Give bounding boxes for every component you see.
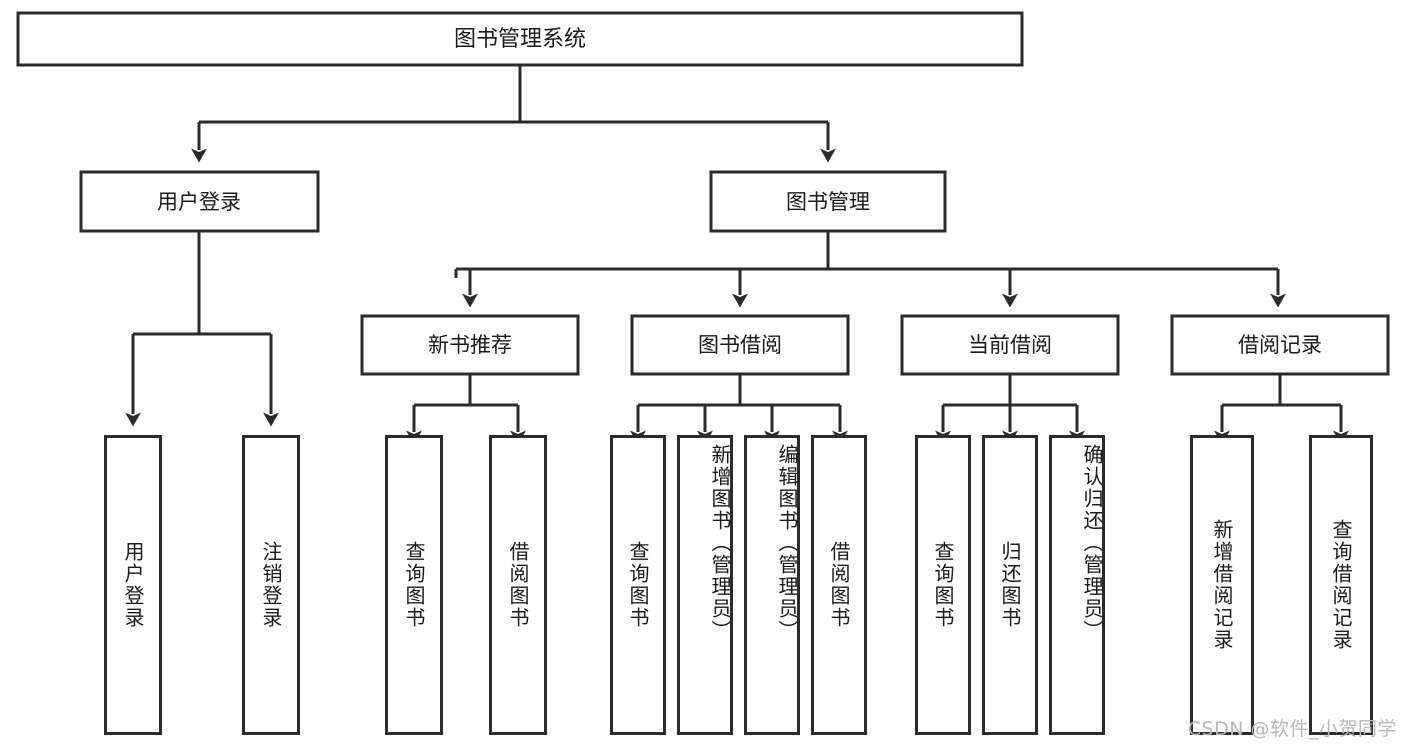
leaf-current-borrow-query-label: 查询图书 [931,541,955,629]
node-current-borrow[interactable]: 当前借阅 [900,314,1120,376]
leaf-borrow-record-query-label: 查询借阅记录 [1329,519,1353,651]
leaf-book-borrow-query[interactable]: 查询图书 [610,435,666,735]
leaf-current-borrow-return-label: 归还图书 [998,541,1022,629]
leaf-new-book-borrow-label: 借阅图书 [506,541,530,629]
leaf-borrow-record-add[interactable]: 新增借阅记录 [1190,435,1254,735]
leaf-book-borrow-add-label: 新增图书（管理员） [708,444,732,642]
leaf-borrow-record-add-label: 新增借阅记录 [1210,519,1234,651]
node-book-borrow-label: 图书借阅 [698,333,782,357]
connector-root-bus [191,65,836,163]
leaf-new-book-borrow[interactable]: 借阅图书 [489,435,547,735]
leaf-user-login-logout[interactable]: 注销登录 [242,435,300,735]
leaf-book-borrow-query-label: 查询图书 [626,541,650,629]
connector-bookborrow-leaves [630,374,848,445]
leaf-book-borrow-edit[interactable]: 编辑图书（管理员） [744,435,800,735]
leaf-current-borrow-return[interactable]: 归还图书 [982,435,1038,735]
leaf-borrow-record-query[interactable]: 查询借阅记录 [1309,435,1373,735]
connector-borrowrecord-leaves [1214,374,1349,445]
leaf-new-book-query-label: 查询图书 [402,541,426,629]
node-new-book-recommend[interactable]: 新书推荐 [360,314,580,376]
connector-bookmgmt-bus [454,231,1286,308]
node-new-book-recommend-rect [360,314,580,376]
connector-newbook-leaves [406,374,526,445]
node-book-management[interactable]: 图书管理 [709,170,947,233]
leaf-current-borrow-confirm[interactable]: 确认归还（管理员） [1049,435,1105,735]
leaf-book-borrow-edit-label: 编辑图书（管理员） [775,444,799,642]
watermark-text: CSDN @软件_小贺同学 [1187,718,1397,740]
node-root-system[interactable]: 图书管理系统 [16,11,1024,67]
node-borrow-record-label: 借阅记录 [1238,333,1322,357]
leaf-user-login-login[interactable]: 用户登录 [104,435,162,735]
leaf-user-login-logout-label: 注销登录 [259,541,283,629]
node-book-borrow-rect [630,314,850,376]
node-current-borrow-rect [900,314,1120,376]
leaf-book-borrow-borrow[interactable]: 借阅图书 [811,435,867,735]
node-borrow-record[interactable]: 借阅记录 [1170,314,1390,376]
leaf-current-borrow-query[interactable]: 查询图书 [915,435,971,735]
node-book-borrow[interactable]: 图书借阅 [630,314,850,376]
leaf-book-borrow-add[interactable]: 新增图书（管理员） [677,435,733,735]
node-root-system-rect [16,11,1024,67]
node-new-book-recommend-label: 新书推荐 [428,333,512,357]
node-user-login[interactable]: 用户登录 [79,170,320,233]
node-user-login-label: 用户登录 [157,190,241,214]
connector-currentborrow-leaves [935,374,1085,445]
leaf-user-login-login-label: 用户登录 [121,541,145,629]
node-book-management-label: 图书管理 [786,190,870,214]
leaf-current-borrow-confirm-label: 确认归还（管理员） [1080,444,1104,642]
connector-user-login-leaves [125,231,279,427]
node-root-system-label: 图书管理系统 [454,27,586,52]
node-user-login-rect [79,170,320,233]
node-current-borrow-label: 当前借阅 [968,333,1052,357]
leaf-new-book-query[interactable]: 查询图书 [385,435,443,735]
leaf-book-borrow-borrow-label: 借阅图书 [827,541,851,629]
